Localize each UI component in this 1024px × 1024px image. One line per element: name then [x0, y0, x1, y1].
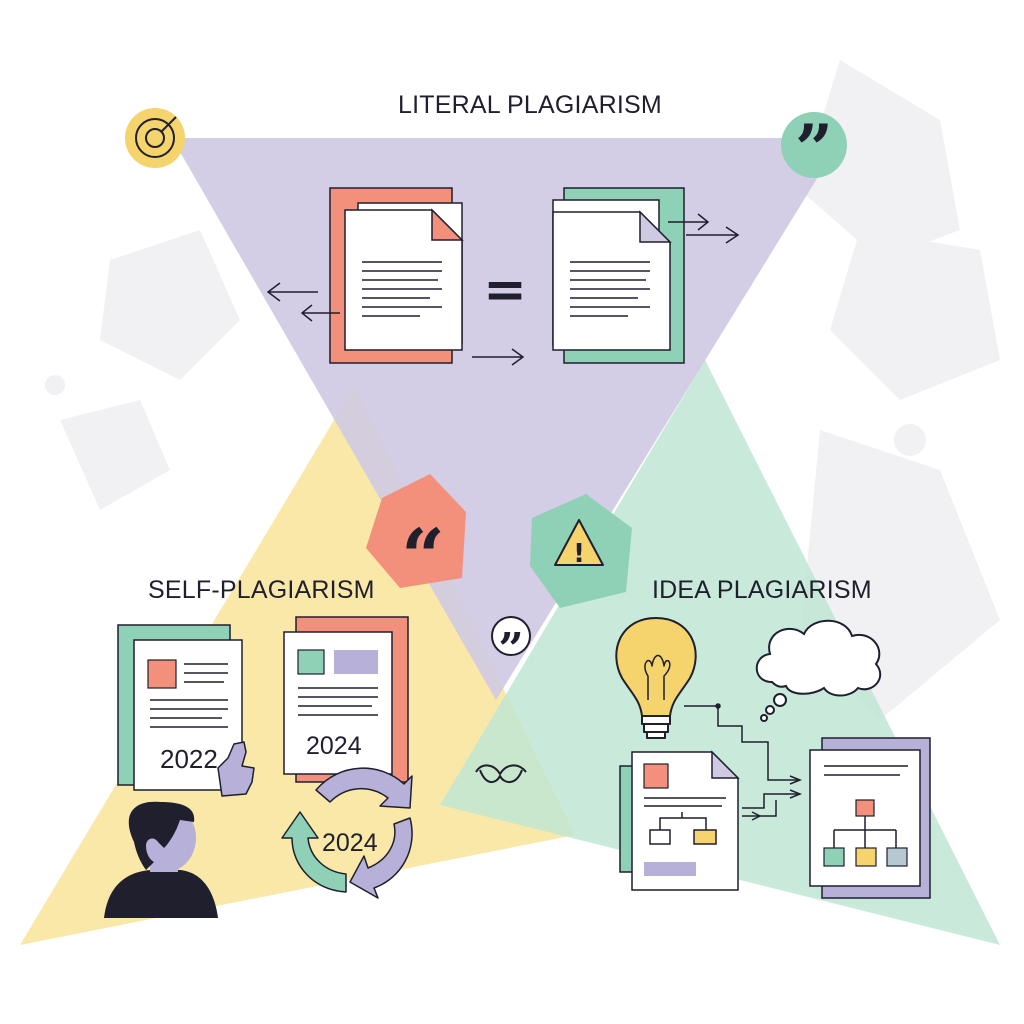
lightbulb-icon	[615, 617, 697, 739]
target-icon	[125, 108, 185, 168]
copied-document	[552, 187, 685, 364]
year-2022-label: 2022	[160, 744, 218, 774]
ditto-badge: ”	[491, 616, 531, 675]
quote-open-text: “	[401, 512, 445, 601]
ditto-mark-text: ”	[498, 624, 523, 675]
recycle-arrows-icon	[281, 767, 413, 899]
year-2024-cycle-label: 2024	[322, 829, 378, 857]
quote-mark-text: ”	[795, 110, 833, 188]
thought-cloud-icon	[755, 619, 882, 722]
literal-plagiarism-label: LITERAL PLAGIARISM	[398, 91, 662, 119]
idea-connectors	[684, 703, 803, 821]
quote-bubble-icon: ”	[781, 110, 847, 188]
new-document-2024	[283, 616, 409, 783]
pointing-hand-icon	[217, 741, 255, 797]
equals-sign: =	[483, 260, 527, 320]
idea-plagiarism-label: IDEA PLAGIARISM	[652, 576, 872, 604]
warning-badge: !	[530, 494, 632, 608]
original-document	[329, 187, 464, 364]
copy-arrows	[266, 213, 740, 366]
old-document-2022	[117, 624, 243, 791]
source-idea-document	[619, 750, 740, 891]
warning-mark: !	[573, 539, 585, 569]
warning-icon	[554, 519, 604, 566]
self-plagiarism-label: SELF-PLAGIARISM	[148, 576, 375, 604]
person-avatar-icon	[104, 801, 218, 918]
quote-open-badge: “	[366, 474, 466, 601]
year-2024-doc-label: 2024	[306, 732, 362, 760]
derived-idea-document	[809, 737, 931, 899]
background-shapes	[45, 60, 1000, 720]
mustache-icon	[475, 764, 527, 783]
